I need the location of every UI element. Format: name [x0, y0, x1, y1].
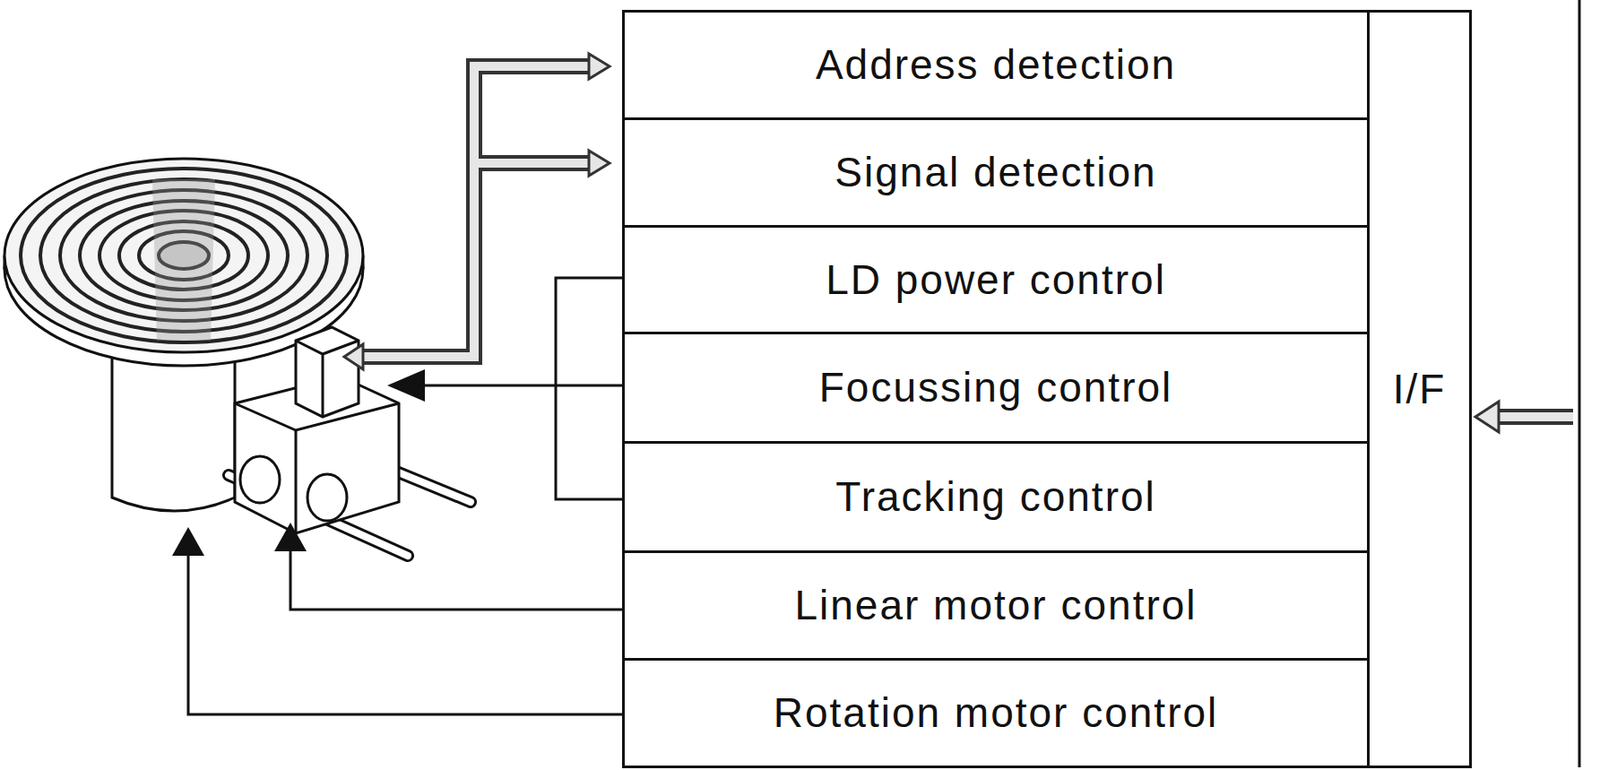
box-label: LD power control [825, 257, 1167, 303]
host-line [1475, 0, 1580, 768]
box-label: Address detection [815, 42, 1177, 88]
function-box: Focussing control [622, 331, 1370, 444]
function-box: Address detection [622, 9, 1370, 121]
box-label: Focussing control [819, 364, 1174, 411]
signal-bus-arrow [344, 53, 610, 370]
box-label: Signal detection [834, 149, 1157, 196]
box-label: I/F [1392, 366, 1447, 413]
function-box: Linear motor control [622, 550, 1370, 661]
function-box: Tracking control [622, 441, 1370, 554]
box-label: Linear motor control [794, 582, 1197, 629]
control-line [188, 277, 623, 715]
function-box: Signal detection [622, 117, 1370, 228]
arrowhead [172, 369, 425, 556]
box-label: Rotation motor control [773, 690, 1220, 736]
box-label: Tracking control [835, 474, 1157, 520]
function-box: Rotation motor control [622, 657, 1370, 769]
function-box: LD power control [622, 224, 1370, 335]
interface-box: I/F [1366, 9, 1472, 769]
